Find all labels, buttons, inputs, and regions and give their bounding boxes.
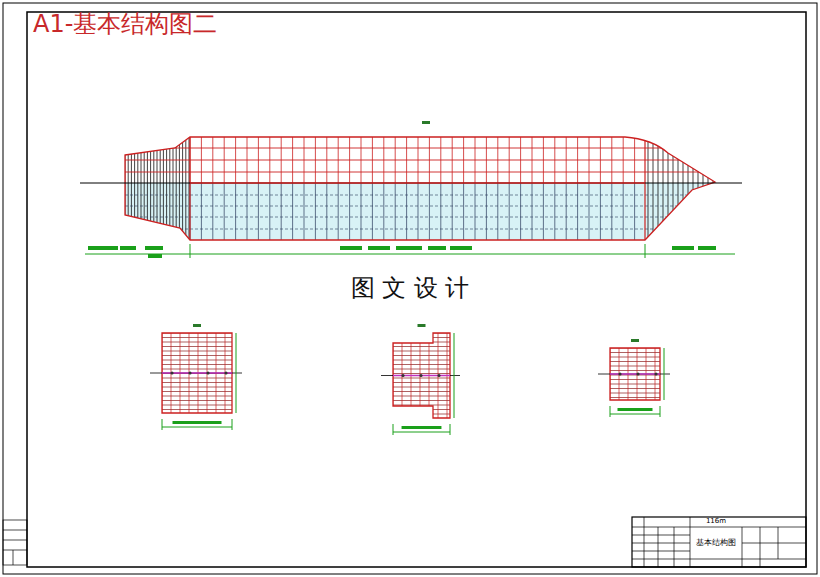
title-block <box>632 517 806 567</box>
inner-frame <box>27 12 806 567</box>
watermark: 图 文 设 计 <box>347 275 474 301</box>
ship-profile <box>80 121 742 258</box>
side-table <box>3 520 27 565</box>
drawing-name: 基本结构图 <box>696 539 736 548</box>
ship-name: 116m <box>706 518 726 526</box>
cross-sections <box>150 324 670 435</box>
drawing-title: A1-基本结构图二 <box>33 11 217 37</box>
outer-frame <box>3 3 817 574</box>
